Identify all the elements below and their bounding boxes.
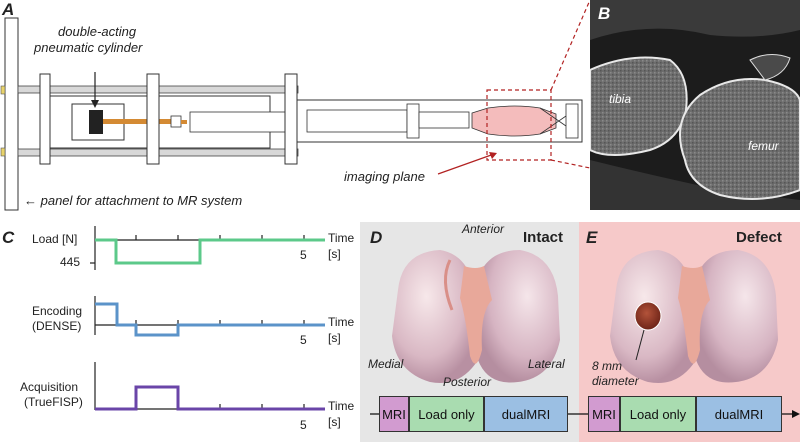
defect-size-line1: 8 mm [592, 359, 622, 373]
femur-label: femur [748, 139, 779, 153]
defect-mri-box: MRI [588, 396, 620, 432]
cylinder-label-line2: pneumatic cylinder [34, 40, 143, 55]
lateral-label: Lateral [528, 357, 565, 371]
load-time-label: Time [328, 231, 355, 245]
load-time-end: 5 [300, 248, 307, 262]
anterior-label: Anterior [462, 222, 505, 236]
load-label: Load [N] [32, 232, 78, 246]
intact-knee-photo [392, 250, 560, 384]
load-time-unit: [s] [328, 247, 341, 261]
acquisition-time-unit: [s] [328, 415, 341, 429]
tibia-label: tibia [609, 92, 632, 106]
panel-d-letter: D [370, 228, 383, 247]
encoding-time-unit: [s] [328, 331, 341, 345]
defect-knee-photo [610, 250, 778, 384]
imaging-plane-label: imaging plane [344, 169, 425, 184]
panel-b-letter: B [598, 4, 611, 23]
encoding-time-end: 5 [300, 333, 307, 347]
cylinder-label-line1: double-acting [58, 24, 137, 39]
medial-label: Medial [368, 357, 404, 371]
defect-dualmri-box: dualMRI [696, 396, 782, 432]
acquisition-label-2: (TrueFISP) [24, 395, 83, 409]
intact-load-box: Load only [409, 396, 484, 432]
load-trace [95, 238, 325, 265]
encoding-label-2: (DENSE) [32, 319, 82, 333]
defect-load-box: Load only [620, 396, 696, 432]
panel-e-letter: E [586, 228, 598, 247]
timing-diagrams [90, 226, 325, 411]
load-value: 445 [60, 255, 81, 269]
acquisition-trace [95, 385, 325, 411]
acquisition-label-1: Acquisition [20, 380, 79, 394]
attachment-panel-label: ← panel for attachment to MR system [24, 193, 243, 208]
encoding-label-1: Encoding [32, 304, 83, 318]
defect-size-line2: diameter [592, 374, 639, 388]
intact-dualmri-box: dualMRI [484, 396, 568, 432]
apparatus-drawing [0, 0, 590, 211]
panel-a-letter: A [2, 0, 15, 19]
acquisition-time-label: Time [328, 399, 355, 413]
panel-c-letter: C [2, 228, 15, 247]
intact-mri-box: MRI [379, 396, 409, 432]
encoding-time-label: Time [328, 315, 355, 329]
acquisition-time-end: 5 [300, 418, 307, 432]
panel-d-title: Intact [523, 229, 564, 246]
mri-image [590, 0, 800, 210]
panel-e-title: Defect [736, 229, 782, 246]
encoding-trace [95, 302, 325, 337]
posterior-label: Posterior [443, 375, 492, 389]
